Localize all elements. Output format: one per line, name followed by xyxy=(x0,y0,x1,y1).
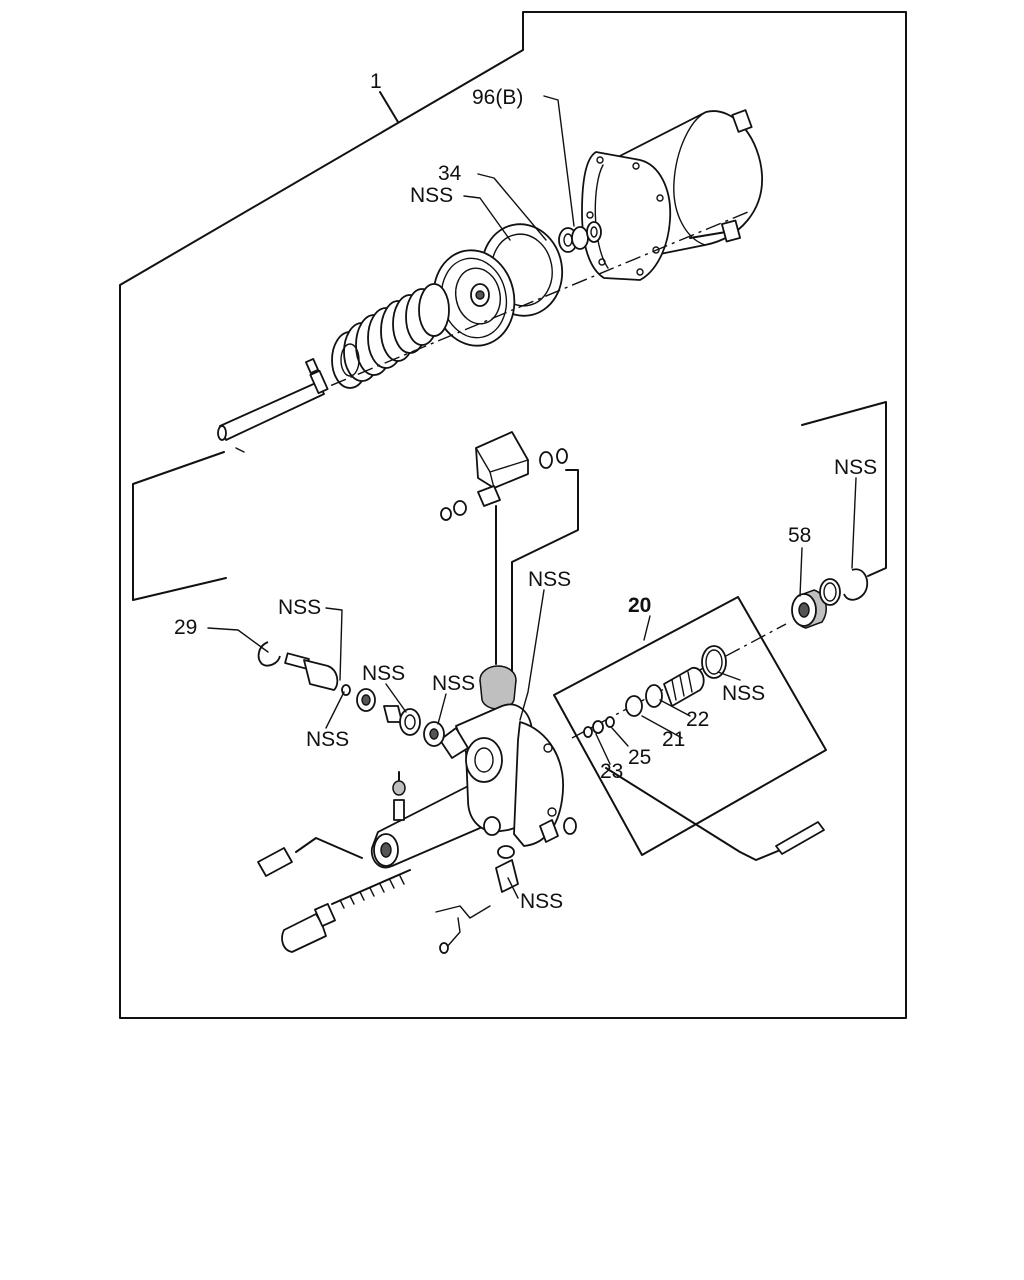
left-parts xyxy=(257,641,445,747)
leader-lines xyxy=(207,95,857,899)
valve-stem xyxy=(479,665,517,724)
label-nss-mid-a: NSS xyxy=(362,662,405,685)
label-nss-left-bottom: NSS xyxy=(306,728,349,751)
label-nss-kit-ring: NSS xyxy=(722,682,765,705)
label-29: 29 xyxy=(174,616,197,639)
label-22: 22 xyxy=(686,708,709,731)
label-nss-mid-b: NSS xyxy=(432,672,475,695)
retainer-washers xyxy=(558,221,602,253)
label-21: 21 xyxy=(662,728,685,751)
label-assembly-1: 1 xyxy=(370,70,382,93)
valve-body xyxy=(370,703,577,869)
return-spring xyxy=(331,283,450,389)
assembly-border xyxy=(119,11,907,1019)
label-nss-right: NSS xyxy=(834,456,877,479)
label-34: 34 xyxy=(438,162,462,185)
label-nss-left-top: NSS xyxy=(278,596,321,619)
label-nss-seal: NSS xyxy=(410,184,453,207)
booster-cylinder xyxy=(581,109,763,281)
label-96b: 96(B) xyxy=(472,86,523,109)
bottom-parts xyxy=(257,837,519,954)
label-nss-bottom: NSS xyxy=(520,890,563,913)
label-23: 23 xyxy=(600,760,623,783)
label-20: 20 xyxy=(628,594,651,617)
part-58-rings xyxy=(791,401,887,629)
kit-20-box xyxy=(553,596,827,861)
push-rod xyxy=(217,211,749,453)
assembly-bracket xyxy=(132,91,399,601)
cap-and-fittings xyxy=(440,431,579,701)
label-nss-center: NSS xyxy=(528,568,571,591)
callout-labels: 1 96(B) 34 NSS NSS 58 20 NSS 29 NSS NSS … xyxy=(174,70,877,913)
label-58: 58 xyxy=(788,524,811,547)
diaphragm-plate xyxy=(432,249,516,347)
label-25: 25 xyxy=(628,746,651,769)
